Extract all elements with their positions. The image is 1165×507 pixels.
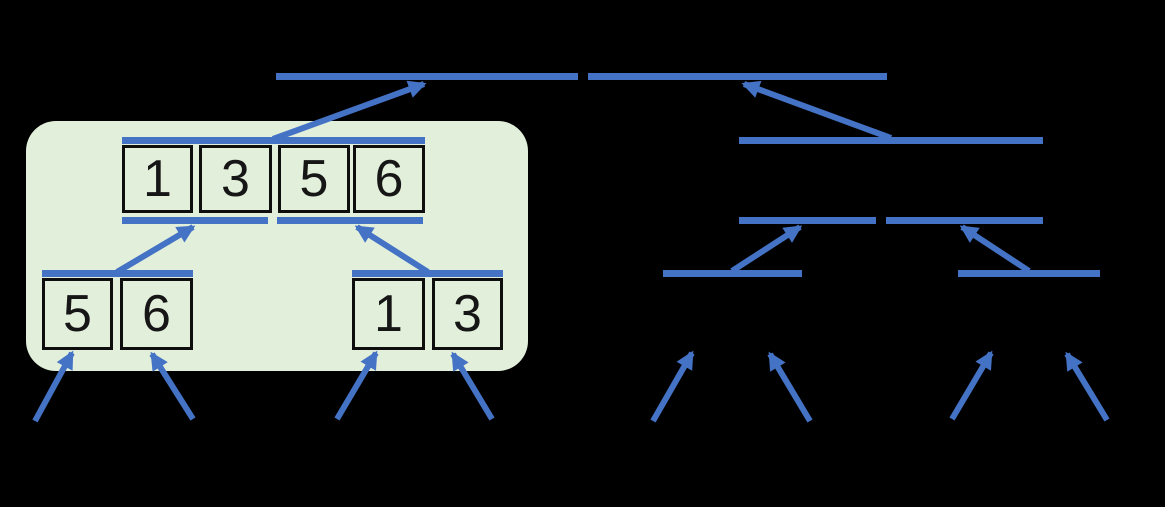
merged-array-underline-right — [277, 217, 423, 224]
right-pair-overline — [352, 270, 503, 277]
ghost-right-pair-overline — [958, 270, 1100, 277]
merged-array-underline-left — [122, 217, 268, 224]
merged-array-overline — [122, 137, 425, 144]
ghost-merged-underline-left — [739, 217, 876, 224]
ghost-input-arrow-2 — [767, 351, 813, 423]
merged-cell-3: 6 — [353, 145, 425, 213]
ghost-input-arrow-4 — [1064, 351, 1110, 422]
left-pair-overline — [42, 270, 193, 277]
ghost-left-pair-merge-arrow — [730, 224, 803, 274]
final-array-right-underline — [588, 73, 887, 80]
ghost-input-arrow-1 — [650, 350, 695, 423]
ghost-merged-overline — [739, 137, 1043, 144]
merged-cell-1: 3 — [199, 145, 272, 213]
merged-cell-2: 5 — [278, 145, 350, 213]
ghost-right-pair-merge-arrow — [959, 224, 1031, 274]
merged-cell-0: 1 — [122, 145, 193, 213]
final-array-left-underline — [276, 73, 578, 80]
right-pair-cell-0: 1 — [352, 278, 425, 350]
ghost-merged-underline-right — [886, 217, 1043, 224]
right-pair-cell-1: 3 — [432, 278, 503, 350]
left-pair-cell-0: 5 — [42, 278, 113, 350]
ghost-input-arrow-3 — [949, 350, 994, 421]
left-pair-cell-1: 6 — [120, 278, 193, 350]
ghost-merged-to-final-arrow — [741, 80, 893, 141]
ghost-left-pair-overline — [663, 270, 802, 277]
